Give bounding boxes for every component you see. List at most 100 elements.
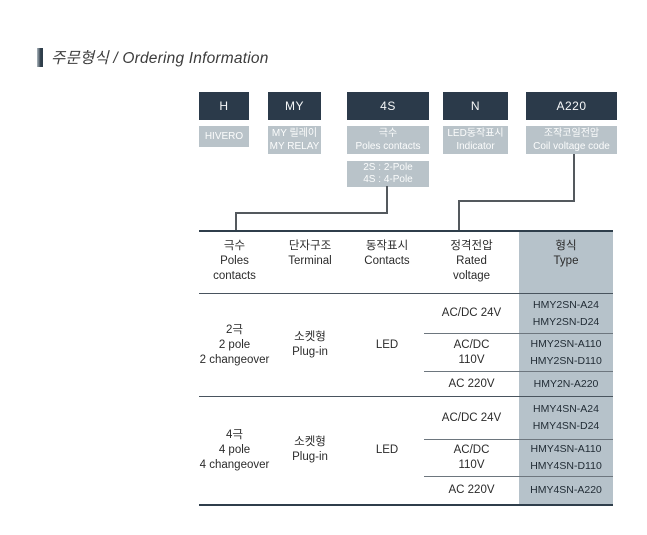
- col-header-poles: 극수 Poles contacts: [199, 231, 270, 294]
- terminal-cell: 소켓형 Plug-in: [270, 397, 350, 505]
- label-line: Poles contacts: [355, 141, 421, 152]
- voltage-line: AC/DC 24V: [441, 411, 502, 424]
- poles-line: 2 changeover: [199, 353, 270, 366]
- table-row: AC/DC 110V HMY4SN-A110 HMY4SN-D110: [199, 439, 613, 477]
- type-cell: HMY4SN-A110 HMY4SN-D110: [519, 439, 613, 477]
- code-label-coil-voltage: 조작코일전압 Coil voltage code: [526, 126, 617, 154]
- terminal-line: 소켓형: [294, 331, 326, 343]
- header-en-line: Terminal: [288, 255, 332, 267]
- terminal-line: 소켓형: [294, 436, 326, 449]
- terminal-cell: 소켓형 Plug-in: [270, 293, 350, 397]
- code-box-a220: A220: [526, 92, 617, 120]
- ordering-table: 극수 Poles contacts 단자구조 Terminal 동작표시 Con…: [199, 230, 613, 506]
- header-en-line: Type: [553, 255, 579, 267]
- poles-line: 4 pole: [218, 443, 251, 456]
- voltage-line: AC 220V: [448, 377, 495, 390]
- header-ko: 극수: [223, 240, 246, 252]
- label-line: Coil voltage code: [533, 141, 610, 152]
- table-row: 4극 4 pole 4 changeover 소켓형 Plug-in LED A…: [199, 396, 613, 471]
- section-title: 주문형식 / Ordering Information: [37, 46, 269, 68]
- label-line: 극수: [378, 128, 398, 139]
- voltage-line: AC 220V: [448, 483, 495, 496]
- type-cell: HMY2SN-A110 HMY2SN-D110: [519, 333, 613, 372]
- voltage-cell: AC/DC 110V: [424, 439, 519, 477]
- note-line: 2S : 2-Pole: [363, 162, 413, 173]
- voltage-cell: AC 220V: [424, 477, 519, 505]
- voltage-cell: AC 220V: [424, 371, 519, 397]
- col-header-contacts: 동작표시 Contacts: [350, 231, 424, 294]
- connector-poles-horizontal: [235, 212, 388, 214]
- type-code: HMY2SN-D24: [532, 315, 600, 328]
- header-ko: 동작표시: [365, 240, 409, 252]
- type-cell: HMY4SN-A220: [519, 476, 613, 505]
- code-box-4s: 4S: [347, 92, 429, 120]
- code-segment-poles: 4S 극수 Poles contacts 2S : 2-Pole 4S : 4-…: [347, 92, 429, 187]
- type-code: HMY4SN-A220: [530, 483, 602, 496]
- poles-cell: 4극 4 pole 4 changeover: [199, 397, 270, 505]
- type-code: HMY2SN-D110: [530, 354, 602, 367]
- connector-poles-vertical-1: [386, 186, 388, 213]
- label-line: Indicator: [456, 141, 495, 152]
- header-en-line: Contacts: [364, 255, 410, 267]
- label-line: MY RELAY: [269, 141, 320, 152]
- code-box-h: H: [199, 92, 249, 120]
- voltage-line: 110V: [458, 353, 485, 366]
- col-header-voltage: 정격전압 Rated voltage: [424, 231, 519, 294]
- type-cell: HMY2SN-A24 HMY2SN-D24: [519, 293, 613, 334]
- type-cell: HMY2N-A220: [519, 371, 613, 397]
- table-row: AC/DC 110V HMY2SN-A110 HMY2SN-D110: [199, 333, 613, 372]
- voltage-line: AC/DC: [453, 338, 490, 351]
- label-line: LED동작표시: [447, 128, 504, 139]
- code-segment-indicator: N LED동작표시 Indicator: [443, 92, 508, 154]
- ordering-table-container: 극수 Poles contacts 단자구조 Terminal 동작표시 Con…: [199, 230, 613, 506]
- voltage-line: AC/DC 24V: [441, 307, 502, 319]
- poles-code-note: 2S : 2-Pole 4S : 4-Pole: [347, 161, 429, 187]
- label-line: MY 릴레이: [271, 128, 318, 139]
- code-segment-coil-voltage: A220 조작코일전압 Coil voltage code: [526, 92, 617, 154]
- type-code: HMY4SN-D24: [532, 420, 600, 432]
- table-row: 2극 2 pole 2 changeover 소켓형 Plug-in LED A…: [199, 293, 613, 397]
- table-row: AC 220V HMY2N-A220: [199, 371, 613, 397]
- poles-cell: 2극 2 pole 2 changeover: [199, 293, 270, 397]
- type-code: HMY4SN-A24: [533, 403, 599, 415]
- code-box-n: N: [443, 92, 508, 120]
- col-header-type: 형식 Type: [519, 231, 613, 294]
- type-code: HMY2SN-A24: [533, 298, 599, 311]
- connector-voltage-vertical-1: [573, 154, 575, 201]
- col-header-terminal: 단자구조 Terminal: [270, 231, 350, 294]
- voltage-cell: AC/DC 110V: [424, 333, 519, 372]
- terminal-line: Plug-in: [292, 451, 328, 464]
- header-en-line: Rated: [456, 255, 487, 267]
- voltage-cell: AC/DC 24V: [424, 396, 519, 440]
- table-header-row: 극수 Poles contacts 단자구조 Terminal 동작표시 Con…: [199, 231, 613, 294]
- code-box-my: MY: [268, 92, 321, 120]
- label-line: HIVERO: [204, 131, 244, 142]
- type-code: HMY4SN-A110: [530, 443, 602, 455]
- terminal-line: Plug-in: [292, 346, 328, 358]
- header-ko: 정격전압: [450, 240, 493, 252]
- header-en-line: Poles: [220, 255, 249, 267]
- label-line: 조작코일전압: [543, 128, 600, 139]
- poles-line: 2 pole: [218, 338, 251, 351]
- code-segment-my: MY MY 릴레이 MY RELAY: [268, 92, 321, 154]
- type-code: HMY2SN-A110: [530, 337, 602, 350]
- connector-poles-vertical-2: [235, 212, 237, 230]
- code-label-indicator: LED동작표시 Indicator: [443, 126, 508, 154]
- table-row: AC 220V HMY4SN-A220: [199, 476, 613, 505]
- connector-voltage-vertical-2: [458, 200, 460, 230]
- header-en-line: contacts: [213, 270, 256, 282]
- voltage-line: AC/DC: [453, 444, 490, 456]
- code-label-my-relay: MY 릴레이 MY RELAY: [268, 126, 321, 154]
- code-label-poles: 극수 Poles contacts: [347, 126, 429, 154]
- header-ko: 형식: [555, 240, 577, 252]
- type-code: HMY2N-A220: [533, 377, 599, 390]
- poles-line: 4극: [226, 428, 243, 441]
- poles-line: 4 changeover: [199, 458, 270, 471]
- note-line: 4S : 4-Pole: [363, 174, 413, 185]
- type-code: HMY4SN-D110: [530, 460, 602, 472]
- code-label-hivero: HIVERO: [199, 126, 249, 147]
- voltage-line: 110V: [458, 459, 485, 471]
- contacts-cell: LED: [375, 443, 399, 456]
- header-ko: 단자구조: [288, 240, 332, 252]
